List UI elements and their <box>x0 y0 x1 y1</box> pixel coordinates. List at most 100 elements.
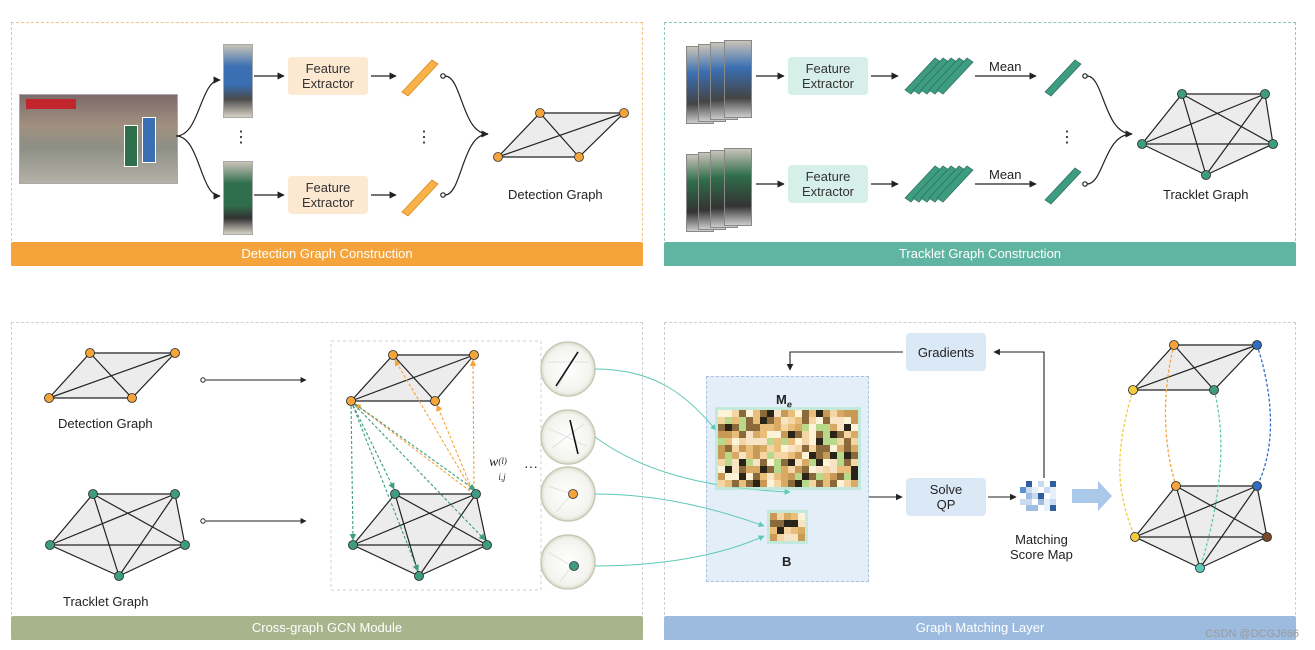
detection-merge-brace <box>440 73 489 198</box>
feature-stack-teal <box>904 57 974 203</box>
scene-image <box>19 94 178 184</box>
matrix-cell <box>809 431 816 438</box>
matrix-cell <box>823 452 830 459</box>
matrix-cell <box>791 520 798 527</box>
graph-node <box>390 489 400 499</box>
matrix-cell <box>753 424 760 431</box>
matrix-cell <box>816 452 823 459</box>
me-subscript: e <box>786 399 792 410</box>
matrix-cell <box>823 438 830 445</box>
matrix-cell <box>823 466 830 473</box>
matrix-cell <box>746 431 753 438</box>
matrix-cell <box>1020 487 1026 493</box>
matrix-cell <box>725 445 732 452</box>
matrix-cell <box>791 513 798 520</box>
matrix-cell <box>816 445 823 452</box>
matrix-cell <box>795 424 802 431</box>
matrix-cell <box>781 438 788 445</box>
graph-node <box>180 540 190 550</box>
matrix-cell <box>753 410 760 417</box>
person-blue <box>142 117 156 163</box>
matrix-cell <box>791 527 798 534</box>
weight-superscript: (l) <box>498 456 507 466</box>
matrix-cell <box>851 417 858 424</box>
matrix-cell <box>770 520 777 527</box>
graph-node <box>1209 385 1219 395</box>
matrix-cell <box>774 424 781 431</box>
matrix-cell <box>798 520 805 527</box>
matrix-cell <box>809 466 816 473</box>
matrix-cell <box>1050 505 1056 511</box>
matrix-cell <box>718 445 725 452</box>
matrix-cell <box>823 459 830 466</box>
graph-node <box>1177 89 1187 99</box>
matrix-cell <box>823 473 830 480</box>
matrix-cell <box>798 513 805 520</box>
matrix-cell <box>781 480 788 487</box>
matrix-cell <box>718 410 725 417</box>
matrix-cell <box>802 410 809 417</box>
matrix-cell <box>777 513 784 520</box>
matrix-cell <box>837 473 844 480</box>
matrix-cell <box>1050 493 1056 499</box>
matrix-cell <box>760 473 767 480</box>
matrix-cell <box>809 410 816 417</box>
matrix-cell <box>770 513 777 520</box>
matrix-cell <box>725 473 732 480</box>
matrix-cell <box>767 424 774 431</box>
matrix-cell <box>732 410 739 417</box>
matrix-cell <box>718 438 725 445</box>
matrix-cell <box>781 445 788 452</box>
matrix-cell <box>809 473 816 480</box>
feature-extractor-line2: Extractor <box>801 76 854 91</box>
matrix-cell <box>746 480 753 487</box>
graph-node <box>619 108 629 118</box>
matrix-cell <box>809 438 816 445</box>
me-label: Me <box>776 392 792 410</box>
matrix-cell <box>844 452 851 459</box>
matrix-cell <box>784 534 791 541</box>
matrix-cell <box>830 417 837 424</box>
matrix-cell <box>823 417 830 424</box>
gcn-banner: Cross-graph GCN Module <box>11 616 643 640</box>
matrix-cell <box>781 466 788 473</box>
feed-arrows <box>594 368 791 567</box>
graph-node <box>1128 385 1138 395</box>
matrix-cell <box>802 473 809 480</box>
graph-node <box>471 489 481 499</box>
matrix-cell <box>851 480 858 487</box>
matrix-cell <box>809 480 816 487</box>
matrix-cell <box>851 452 858 459</box>
tracklet-arrows <box>756 72 1037 188</box>
matrix-cell <box>1044 499 1050 505</box>
graph-node <box>388 350 398 360</box>
graph-node <box>170 489 180 499</box>
matrix-cell <box>851 438 858 445</box>
matrix-cell <box>844 431 851 438</box>
matrix-cell <box>802 424 809 431</box>
matrix-cell <box>781 473 788 480</box>
matrix-cell <box>830 438 837 445</box>
graph-node <box>85 348 95 358</box>
matrix-cell <box>718 452 725 459</box>
matrix-cell <box>1044 481 1050 487</box>
matrix-cell <box>725 452 732 459</box>
matrix-cell <box>753 452 760 459</box>
matrix-cell <box>816 431 823 438</box>
matrix-cell <box>1038 493 1044 499</box>
matrix-cell <box>837 417 844 424</box>
matrix-cell <box>767 431 774 438</box>
matrix-cell <box>767 480 774 487</box>
matrix-cell <box>725 417 732 424</box>
graph-node <box>170 348 180 358</box>
matrix-cell <box>739 438 746 445</box>
matrix-cell <box>746 466 753 473</box>
matrix-cell <box>816 459 823 466</box>
mean-label: Mean <box>989 59 1022 74</box>
matrix-cell <box>1044 505 1050 511</box>
graph-node <box>346 396 356 406</box>
matrix-cell <box>746 473 753 480</box>
matrix-cell <box>732 452 739 459</box>
matrix-cell <box>816 424 823 431</box>
